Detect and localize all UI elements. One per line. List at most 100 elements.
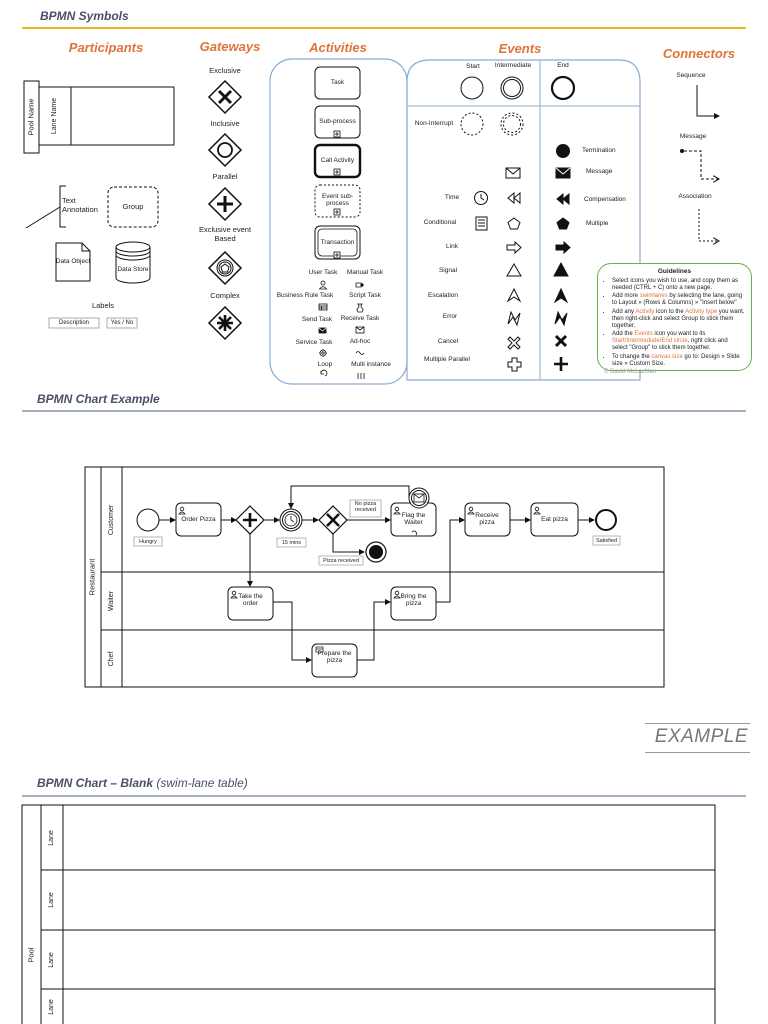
inclusive-gateway-label: Inclusive	[210, 119, 240, 128]
send-task-icon	[318, 327, 327, 334]
event-subprocess-shape	[314, 184, 361, 218]
message-throw-icon	[555, 167, 571, 179]
data-object-symbol	[55, 242, 91, 282]
manual-task-icon	[355, 282, 364, 288]
guidelines-box: Guidelines Select icons you wish to use,…	[597, 263, 752, 375]
start-event-icon	[460, 76, 484, 100]
group-label: Group	[122, 202, 144, 211]
escalation-label: Escalation	[428, 292, 458, 299]
pool-lane-symbol	[23, 80, 175, 154]
guidelines-list: Select icons you wish to use, and copy t…	[604, 278, 745, 368]
multi-instance-icon	[357, 373, 365, 379]
label-desc-text: Description	[58, 320, 89, 326]
mins-label-box	[276, 537, 307, 548]
compensation-catch-icon	[507, 191, 521, 205]
timer-icon	[474, 191, 488, 205]
guideline-item: Add the Events icon you want to its Star…	[612, 331, 745, 353]
end-event-icon	[550, 75, 576, 101]
bring-pizza-label: Bring the pizza	[400, 593, 427, 608]
multiple-label: Multiple	[586, 220, 609, 227]
call-activity-shape	[313, 143, 362, 179]
guideline-item: Add more swimlanes by selecting the lane…	[612, 293, 745, 307]
blank-lane-label: Lane	[47, 998, 55, 1015]
complex-gateway-icon	[207, 305, 243, 341]
receive-task-icon	[355, 326, 365, 334]
lane-name-label: Lane Name	[50, 97, 58, 135]
chef-lane-label: Chef	[107, 651, 115, 666]
label-yesno-box	[106, 317, 138, 329]
multi-instance-label: Multi instance	[351, 361, 391, 368]
take-order-user-icon	[230, 590, 238, 599]
example-stamp: EXAMPLE	[645, 723, 750, 753]
guideline-item: To change the canvas size go to: Design …	[612, 354, 745, 368]
blank-lane-label: Lane	[47, 892, 55, 908]
gray-divider-1	[22, 410, 746, 412]
prepare-pizza-rule-icon	[315, 646, 324, 653]
user-task-label: User Task	[308, 269, 338, 276]
customer-lane-label: Customer	[107, 504, 115, 535]
gold-divider	[22, 27, 746, 29]
order-pizza-user-icon	[178, 506, 186, 515]
blank-title-main: BPMN Chart – Blank	[37, 776, 154, 790]
message-boundary-event	[408, 487, 430, 509]
transaction-label: Transaction	[320, 239, 355, 246]
adhoc-icon	[355, 351, 365, 355]
bring-pizza-user-icon	[393, 590, 401, 599]
sequence-label: Sequence	[676, 72, 706, 79]
exclusive-gateway-label: Exclusive	[209, 66, 241, 75]
label-desc-box	[48, 317, 100, 329]
link-label: Link	[446, 243, 458, 250]
signal-label: Signal	[438, 267, 458, 274]
message-label: Message	[586, 168, 613, 175]
satisfied-label: Satisfied	[595, 538, 618, 544]
parallel-gateway-label: Parallel	[212, 172, 238, 181]
send-task-label: Send Task	[301, 316, 333, 323]
subprocess-shape	[314, 105, 361, 139]
inclusive-gateway-icon	[207, 132, 243, 168]
time-label: Time	[444, 194, 460, 201]
loop-icon	[320, 369, 328, 377]
prepare-pizza-label: Prepare the pizza	[317, 650, 352, 665]
end-label: End	[557, 62, 569, 69]
guidelines-title: Guidelines	[657, 268, 692, 275]
multiple-catch-icon	[507, 217, 521, 230]
example-title: BPMN Chart Example	[37, 392, 160, 406]
blank-lane-label: Lane	[47, 951, 55, 968]
order-pizza-label: Order Pizza	[181, 516, 216, 523]
receive-task-label: Receive Task	[340, 315, 380, 322]
cancel-catch-icon	[507, 336, 521, 350]
no-pizza-label-box	[349, 499, 382, 518]
blank-pool-label: Pool	[26, 947, 36, 963]
exclusive-event-gateway-label: Exclusive event Based	[198, 225, 252, 243]
end-event-satisfied	[595, 509, 617, 531]
noninterrupt-intermediate-icon	[500, 112, 524, 136]
example-chart-diagram	[84, 466, 665, 688]
message-connector	[680, 149, 719, 179]
pool-name-label: Pool Name	[26, 98, 36, 136]
pizza-received-label-box	[318, 555, 364, 566]
group-symbol	[107, 186, 159, 228]
start-label: Start	[466, 63, 480, 70]
conditional-label: Conditional	[423, 219, 457, 226]
eat-pizza-user-icon	[533, 506, 541, 515]
restaurant-pool-label: Restaurant	[87, 558, 97, 596]
take-order-task	[227, 586, 274, 621]
end-event-pizza-received	[365, 541, 387, 563]
mins-label: 15 mins	[281, 540, 302, 546]
participants-heading: Participants	[68, 40, 144, 55]
blank-title: BPMN Chart – Blank (swim-lane table)	[37, 776, 248, 790]
events-panel	[406, 59, 641, 381]
noninterrupt-start-icon	[460, 112, 484, 136]
escalation-catch-icon	[506, 287, 522, 303]
activities-heading: Activities	[309, 40, 367, 55]
gateways-heading: Gateways	[199, 39, 261, 54]
task-shape	[314, 66, 361, 100]
message-catch-icon	[505, 167, 521, 179]
termination-label: Termination	[582, 147, 616, 154]
connectors-heading: Connectors	[662, 46, 736, 61]
task-label: Task	[330, 79, 345, 86]
flag-waiter-user-icon	[393, 506, 401, 515]
text-annotation-label: Text Annotation	[62, 196, 98, 214]
take-order-label: Take the order	[238, 593, 263, 608]
signal-catch-icon	[506, 263, 522, 277]
